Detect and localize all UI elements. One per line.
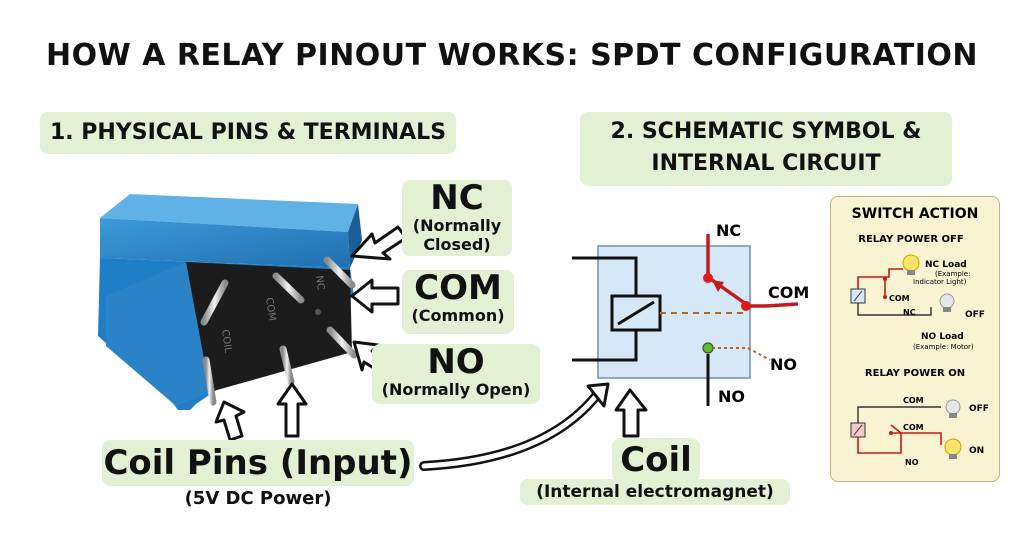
relay-lower-blue <box>106 262 210 406</box>
power-on-no: NO <box>905 458 919 467</box>
on-on-bulb-base <box>949 454 957 459</box>
power-on-com-top: COM <box>903 396 924 405</box>
pin-marking-com: COM <box>263 297 277 322</box>
nc-name: NC <box>430 178 484 218</box>
relay-base-dot <box>315 309 321 315</box>
coil-label: Coil <box>612 438 700 482</box>
on-off-bulb <box>945 399 961 415</box>
nc-load-label: NC Load <box>925 260 967 270</box>
schematic-no-label-right: NO <box>770 355 797 374</box>
nc-desc-line1: (Normally <box>412 216 502 235</box>
on-on-bulb <box>944 438 962 456</box>
no-dotted-path <box>712 347 771 361</box>
pin-com-top <box>272 272 305 304</box>
coil-pins-label: Coil Pins (Input) <box>102 440 414 486</box>
relay-side-face <box>348 204 362 268</box>
no-load-bulb-off <box>939 293 955 309</box>
coil-pins-desc: (5V DC Power) <box>184 488 332 509</box>
off-com-dot <box>883 295 887 299</box>
pin-com-bottom <box>279 345 295 386</box>
nc-desc-line2: Closed) <box>423 235 491 254</box>
schematic-com-label: COM <box>768 283 809 302</box>
power-off-nc: NC <box>903 308 916 317</box>
no-load-example: (Example: Motor) <box>913 343 974 351</box>
on-off-load-wire <box>857 406 941 423</box>
arrow-to-com <box>350 278 400 314</box>
switch-action-graphics: SWITCH ACTION RELAY POWER OFF NC Load (E… <box>850 206 989 467</box>
mini-relay-off-diagonal <box>853 290 863 302</box>
arrow-to-coil-pin-2 <box>276 382 308 438</box>
relay-blue-band <box>100 218 350 268</box>
schematic-symbol: NC COM NO NO <box>572 221 809 406</box>
section-heading-line2: INTERNAL CIRCUIT <box>651 151 881 176</box>
com-wire <box>750 302 799 308</box>
pin-marking-coil: COIL <box>219 329 233 354</box>
power-on-heading: RELAY POWER ON <box>865 368 965 379</box>
pin-coil-top <box>200 279 229 326</box>
relay-top-face <box>100 194 358 232</box>
power-on-on: ON <box>969 446 984 456</box>
power-on-off: OFF <box>969 404 989 414</box>
coil-diagonal <box>617 300 655 326</box>
no-name: NO <box>427 342 485 382</box>
on-off-bulb-base <box>949 413 957 418</box>
switch-action-title: SWITCH ACTION <box>852 206 979 222</box>
on-load-wire <box>891 432 942 445</box>
pin-nc <box>323 256 356 289</box>
power-on-com-bottom: COM <box>903 423 924 432</box>
coil-wire-top <box>572 256 638 296</box>
pin-no <box>326 326 358 359</box>
no-load-bulb-base <box>943 307 951 312</box>
pin-marking-nc: NC <box>313 275 326 291</box>
coil-desc: (Internal electromagnet) <box>520 479 790 505</box>
off-nc-dot <box>883 277 887 281</box>
on-no-wire <box>857 424 902 454</box>
no-desc: (Normally Open) <box>381 380 531 399</box>
no-contact <box>702 342 714 354</box>
section-heading-physical: 1. PHYSICAL PINS & TERMINALS <box>40 112 456 154</box>
arrow-to-coil-pin-1 <box>214 400 246 442</box>
switch-action-panel: SWITCH ACTION RELAY POWER OFF NC Load (E… <box>830 196 1000 482</box>
com-contact <box>741 301 751 311</box>
mini-relay-on-diagonal <box>853 424 863 436</box>
nc-load-bulb-on <box>902 254 920 272</box>
nc-load-example: (Example: <box>935 270 970 278</box>
relay-pins <box>200 256 358 406</box>
section-heading-line1: 2. SCHEMATIC SYMBOL & <box>610 119 922 144</box>
nc-pin-label: NC (Normally Closed) <box>402 180 512 256</box>
nc-load-example-2: Indicator Light) <box>913 278 967 286</box>
no-load-wire <box>857 303 932 316</box>
power-on-circuit: COM OFF COM ON NO <box>850 396 989 467</box>
power-off-circuit: NC Load (Example: Indicator Light) COM N… <box>850 254 985 351</box>
schematic-nc-label: NC <box>716 221 741 240</box>
nc-load-wire <box>857 268 903 289</box>
nc-contact <box>703 273 713 283</box>
schematic-no-label-bottom: NO <box>718 387 745 406</box>
section-heading-schematic: 2. SCHEMATIC SYMBOL & INTERNAL CIRCUIT <box>580 112 952 186</box>
page-title: HOW A RELAY PINOUT WORKS: SPDT CONFIGURA… <box>46 38 978 73</box>
no-load-label: NO Load <box>921 332 964 342</box>
curved-arrow-to-schematic <box>419 382 610 471</box>
coil-wire-bottom <box>572 330 638 362</box>
on-com-dot <box>889 431 893 435</box>
schematic-box <box>597 245 751 379</box>
nc-load-bulb-base <box>907 270 915 275</box>
power-off-heading: RELAY POWER OFF <box>858 234 963 245</box>
relay-black-base <box>186 262 352 392</box>
com-pin-label: COM (Common) <box>402 270 514 334</box>
com-name: COM <box>414 268 502 308</box>
arrow-to-coil-symbol <box>614 388 648 438</box>
switch-arm-arrowhead <box>712 280 724 292</box>
com-desc: (Common) <box>411 306 505 325</box>
no-pin-label: NO (Normally Open) <box>372 344 540 404</box>
power-off-off: OFF <box>965 310 985 320</box>
pin-coil-bottom <box>202 356 217 406</box>
relay-photo: COIL COM NC <box>98 194 362 410</box>
power-off-com: COM <box>889 294 910 303</box>
